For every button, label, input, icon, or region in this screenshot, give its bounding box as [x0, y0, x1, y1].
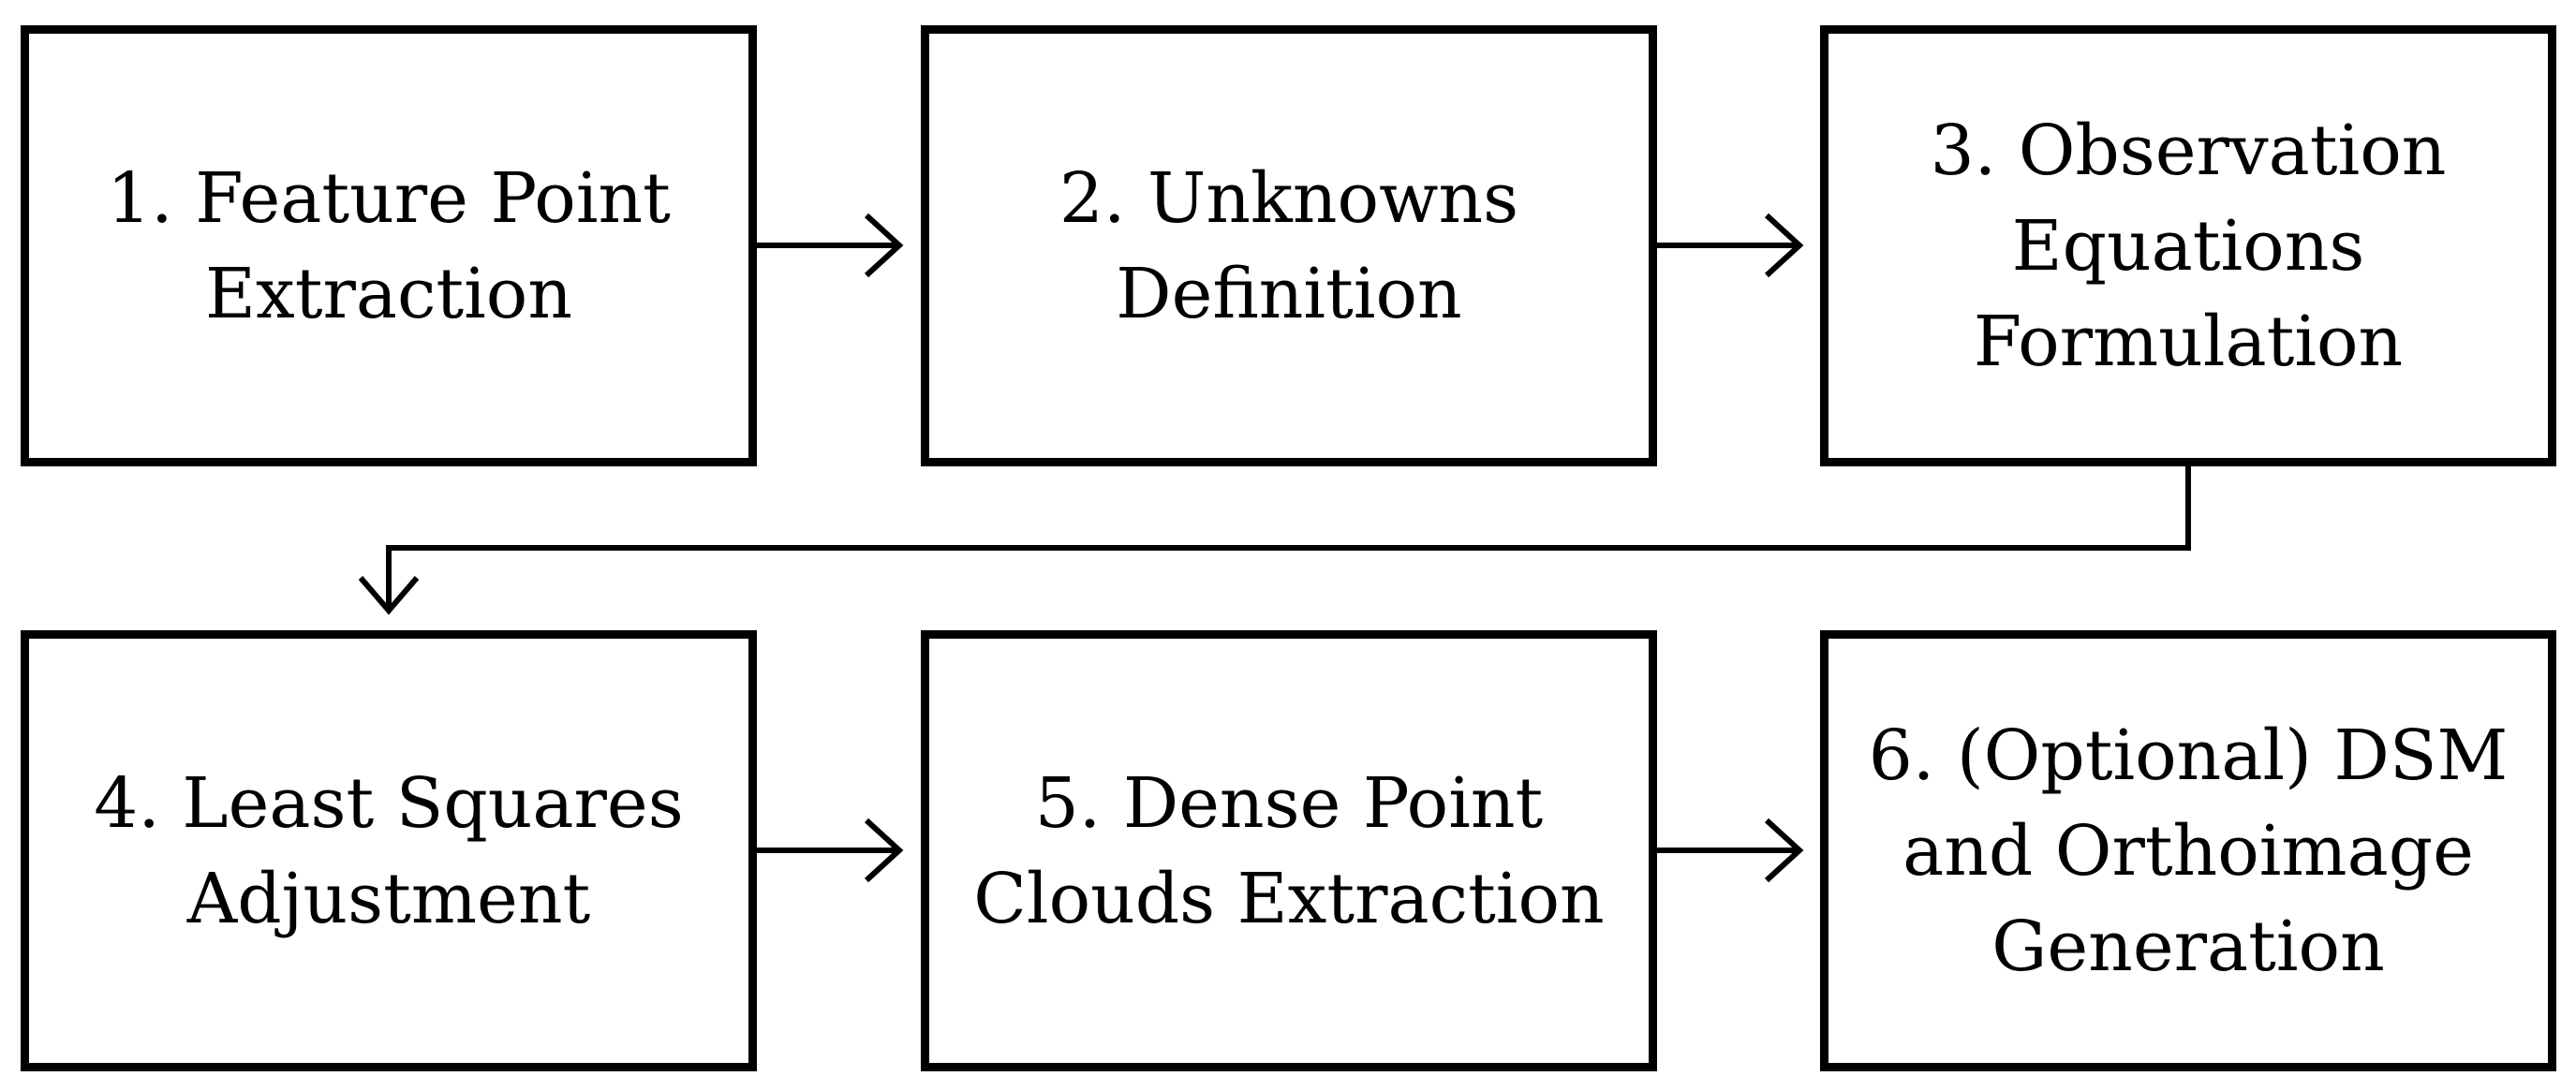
arrow-1-to-2 [757, 213, 904, 278]
step-3-line-1: 3. Observation [1930, 110, 2447, 191]
step-4-line-1: 4. Least Squares [94, 762, 684, 844]
step-2-line-2: Definition [1116, 253, 1462, 334]
arrow-4-to-5 [757, 818, 904, 883]
step-3-line-2: Equations [2011, 205, 2365, 287]
step-5-line-1: 5. Dense Point [1034, 762, 1544, 844]
arrow-3-to-4 [358, 466, 2191, 615]
step-2-unknowns-definition: 2. Unknowns Definition [921, 25, 1657, 466]
arrow-5-to-6 [1657, 818, 1804, 883]
step-1-line-2: Extraction [204, 253, 573, 334]
step-6-line-3: Generation [1991, 906, 2385, 987]
step-6-dsm-orthoimage-generation: 6. (Optional) DSM and Orthoimage Generat… [1820, 630, 2556, 1071]
step-5-dense-point-clouds-extraction: 5. Dense Point Clouds Extraction [921, 630, 1657, 1071]
step-6-line-1: 6. (Optional) DSM [1868, 715, 2509, 796]
step-6-line-2: and Orthoimage [1902, 810, 2474, 892]
step-3-observation-equations-formulation: 3. Observation Equations Formulation [1820, 25, 2556, 466]
step-3-line-3: Formulation [1973, 301, 2404, 382]
arrow-2-to-3 [1657, 213, 1804, 278]
step-2-line-1: 2. Unknowns [1059, 157, 1519, 239]
step-4-line-2: Adjustment [186, 858, 591, 939]
step-1-line-1: 1. Feature Point [107, 157, 671, 239]
step-4-least-squares-adjustment: 4. Least Squares Adjustment [21, 630, 757, 1071]
step-1-feature-point-extraction: 1. Feature Point Extraction [21, 25, 757, 466]
step-5-line-2: Clouds Extraction [973, 858, 1605, 939]
